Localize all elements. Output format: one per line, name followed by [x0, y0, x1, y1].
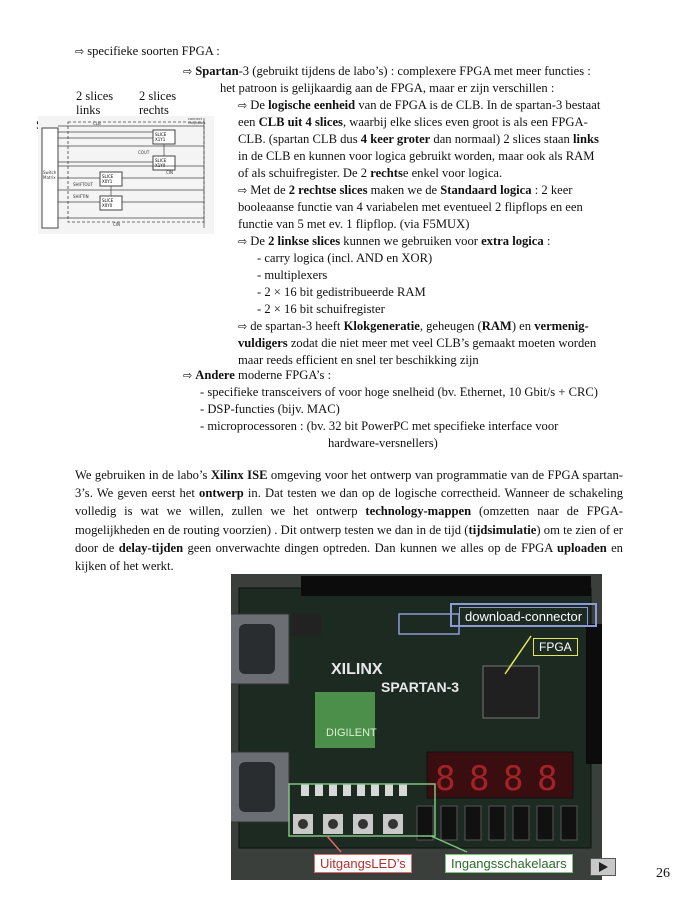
arrow-icon: ⇨ [238, 235, 248, 248]
svg-text:SLICE: SLICE [102, 174, 114, 179]
board-illustration: DIGILENT XILINX SPARTAN-3 8 8 8 8 [228, 574, 602, 880]
play-icon [599, 862, 608, 872]
svg-text:X1Y0: X1Y0 [155, 163, 166, 168]
line-clb-groter: CLB. (spartan CLB dus 4 keer groter dan … [238, 132, 599, 146]
line-linkse-slices: ⇨De 2 linkse slices kunnen we gebruiken … [238, 234, 551, 248]
svg-text:X0Y0: X0Y0 [102, 203, 113, 208]
svg-text:SLICE: SLICE [102, 198, 114, 203]
line-rechtse-slices: ⇨Met de 2 rechtse slices maken we de Sta… [238, 183, 573, 197]
line-logische-eenheid: ⇨De logische eenheid van de FPGA is de C… [238, 98, 601, 112]
label-slices-rechts: 2 slices rechts [139, 89, 177, 117]
list-item: - microprocessoren : (bv. 32 bit PowerPC… [200, 419, 559, 433]
svg-text:neighbors: neighbors [188, 121, 206, 125]
spartan-label: SPARTAN-3 [381, 679, 459, 695]
line-schuifregister: of als schuifregister. De 2 rechtse enke… [238, 166, 503, 180]
list-item: - 2 × 16 bit gedistribueerde RAM [257, 285, 426, 299]
arrow-icon: ⇨ [183, 65, 193, 78]
seven-seg-digit: 8 [435, 759, 455, 799]
line-spartan: ⇨Spartan-3 (gebruikt tijdens de labo’s) … [183, 64, 591, 78]
svg-text:CIN: CIN [166, 170, 173, 175]
svg-text:SLICE: SLICE [155, 132, 167, 137]
svg-text:SHIFTIN: SHIFTIN [73, 194, 89, 199]
line-efficient: maar reeds efficient en snel ter beschik… [238, 353, 479, 367]
svg-text:SHIFTOUT: SHIFTOUT [73, 182, 93, 187]
body-paragraph: We gebruiken in de labo’s Xilinx ISE omg… [75, 468, 624, 574]
next-page-button[interactable] [590, 858, 616, 876]
list-item: - carry logica (incl. AND en XOR) [257, 251, 433, 265]
list-item: - multiplexers [257, 268, 328, 282]
svg-text:SLICE: SLICE [155, 158, 167, 163]
line-clb-slices: een CLB uit 4 slices, waarbij elke slice… [238, 115, 588, 129]
svg-text:X0Y1: X0Y1 [102, 179, 113, 184]
callout-download-connector: download-connector [459, 607, 589, 626]
svg-text:CLB: CLB [93, 121, 101, 126]
arrow-icon: ⇨ [183, 369, 193, 382]
line-booleaanse: booleaanse functie van 4 variabelen met … [238, 200, 583, 214]
seven-seg-digit: 8 [503, 759, 523, 799]
line-klokgeneratie: ⇨de spartan-3 heeft Klokgeneratie, geheu… [238, 319, 589, 333]
digilent-label: DIGILENT [326, 727, 377, 739]
switch-matrix-label: Switch [43, 170, 57, 175]
line-andere: ⇨Andere moderne FPGA’s : [183, 368, 332, 382]
line-f5mux: functie van 5 met ev. 1 flipflop. (via F… [238, 217, 470, 231]
label-slices-links: 2 slices links [76, 89, 114, 117]
svg-text:COUT: COUT [138, 150, 150, 155]
callout-uitgangsleds: UitgangsLED’s [314, 854, 412, 873]
seven-seg-digit: 8 [537, 759, 557, 799]
svg-text:Matrix: Matrix [43, 175, 56, 180]
page-number: 26 [656, 866, 670, 881]
list-item: - 2 × 16 bit schuifregister [257, 302, 385, 316]
callout-fpga: FPGA [533, 638, 578, 656]
svg-text:CIN: CIN [113, 222, 120, 227]
svg-text:connect: connect [188, 117, 203, 121]
xilinx-label: XILINX [331, 661, 383, 678]
seven-seg-digit: 8 [469, 759, 489, 799]
arrow-icon: ⇨ [75, 45, 85, 58]
line-vermenigvuldigers: vuldigers zodat die niet meer met veel C… [238, 336, 597, 350]
arrow-icon: ⇨ [238, 320, 248, 333]
svg-text:X1Y1: X1Y1 [155, 137, 166, 142]
list-item: hardware-versnellers) [328, 436, 438, 450]
arrow-icon: ⇨ [238, 99, 248, 112]
line-specifieke-soorten: ⇨specifieke soorten FPGA : [75, 44, 220, 58]
arrow-icon: ⇨ [238, 184, 248, 197]
line-patroon: het patroon is gelijkaardig aan de FPGA,… [220, 81, 555, 95]
list-item: - DSP-functies (bijv. MAC) [200, 402, 340, 416]
clb-schematic: Switch Matrix SLICE X1Y1 SLICE X1Y0 SLIC… [38, 116, 214, 234]
line-ram: in de CLB en kunnen voor logica gebruikt… [238, 149, 595, 163]
callout-ingangsschakelaars: Ingangsschakelaars [445, 854, 573, 873]
clb-diagram: 2 slices links 2 slices rechts SM Switch… [36, 88, 216, 234]
list-item: - specifieke transceivers of voor hoge s… [200, 385, 598, 399]
spartan3-board-photo: DIGILENT XILINX SPARTAN-3 8 8 8 8 [228, 574, 602, 880]
